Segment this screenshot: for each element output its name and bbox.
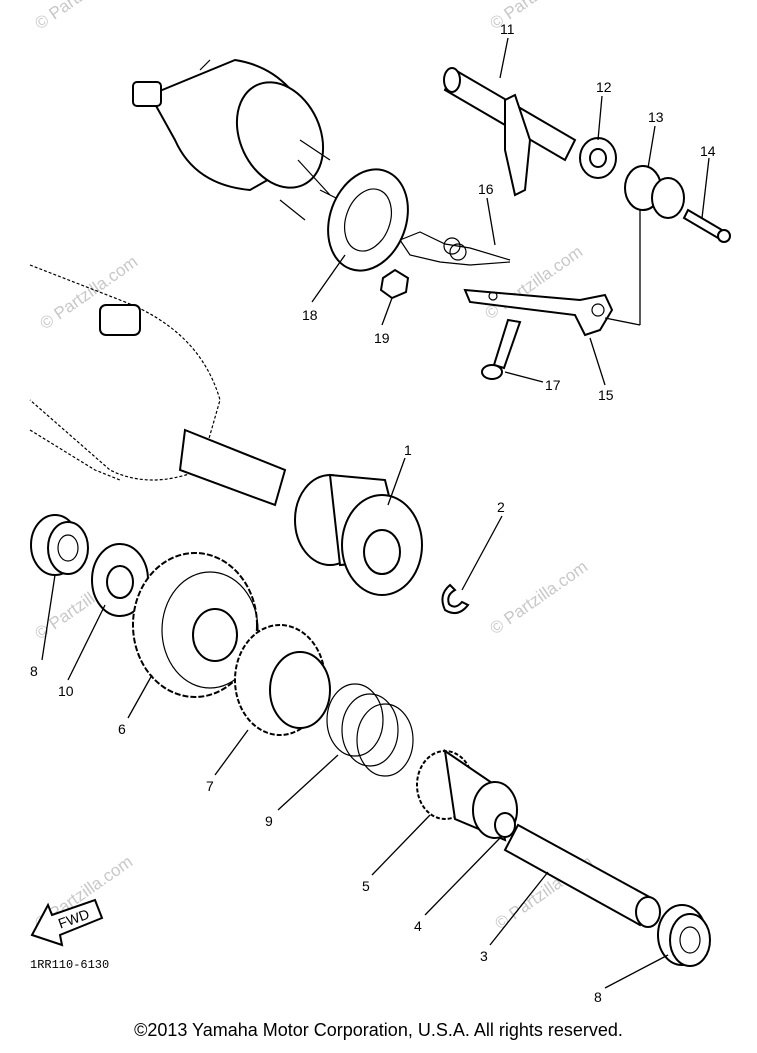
starter-wheel-5: [416, 748, 518, 842]
figure-code: 1RR110-6130: [30, 958, 109, 972]
nut-19: [379, 268, 410, 300]
washer-12: [579, 137, 617, 179]
shaft-3: [503, 823, 661, 928]
callout-16: 16: [478, 181, 494, 197]
starter-clutch-1: [294, 473, 423, 596]
callout-10: 10: [58, 683, 74, 699]
bearing-8-right: [657, 904, 711, 967]
callout-17: 17: [545, 377, 561, 393]
callout-14: 14: [700, 143, 716, 159]
copyright-notice: ©2013 Yamaha Motor Corporation, U.S.A. A…: [134, 1020, 623, 1040]
ring-4: [494, 812, 516, 838]
callout-8-left: 8: [30, 663, 38, 679]
callout-11: 11: [500, 21, 515, 37]
circlip-2: [441, 583, 470, 615]
shift-lever-15: [463, 288, 614, 337]
callout-9: 9: [265, 813, 273, 829]
starter-solenoid: [132, 58, 341, 221]
washer-10: [91, 543, 149, 617]
gear-7: [234, 624, 331, 736]
watermark-1: © Partzilla.com: [31, 0, 136, 33]
callout-6: 6: [118, 721, 126, 737]
watermark-6: © Partzilla.com: [486, 557, 591, 638]
callout-13: 13: [648, 109, 664, 125]
callout-18: 18: [302, 307, 318, 323]
shift-shaft: [443, 67, 577, 197]
callout-8-right: 8: [594, 989, 602, 1005]
spring-16: [399, 231, 511, 266]
bolt-14: [682, 208, 731, 243]
bearing-8-left: [30, 514, 89, 576]
callout-12: 12: [596, 79, 612, 95]
spring-9: [326, 683, 414, 777]
callout-7: 7: [206, 778, 214, 794]
bolt-17: [481, 318, 522, 380]
callout-5: 5: [362, 878, 370, 894]
leader-lines: [41, 37, 710, 989]
starter-motor: [29, 264, 287, 507]
callout-2: 2: [497, 499, 505, 515]
idle-gear-6: [132, 552, 259, 698]
callout-1: 1: [404, 442, 412, 458]
gasket-18: [327, 168, 409, 272]
callout-15: 15: [598, 387, 614, 403]
collar-13: [624, 165, 685, 219]
callout-19: 19: [374, 330, 390, 346]
callout-4: 4: [414, 918, 422, 934]
callout-3: 3: [480, 948, 488, 964]
